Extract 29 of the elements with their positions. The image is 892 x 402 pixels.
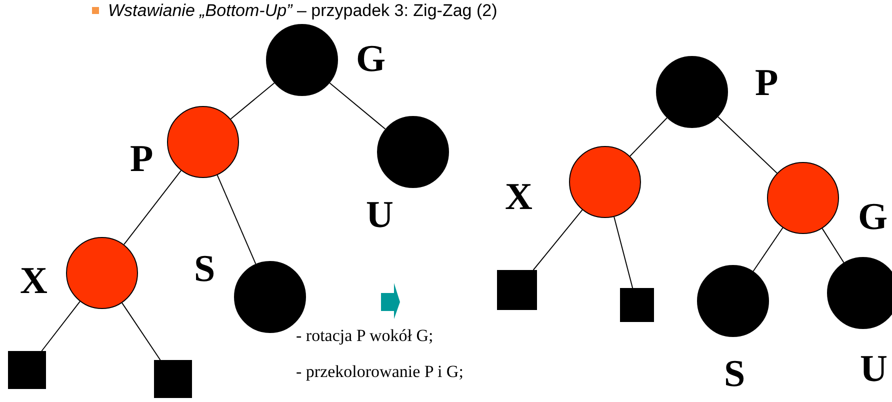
node-label: S	[194, 250, 216, 288]
node-label: X	[505, 178, 532, 216]
node-label: G	[858, 198, 888, 236]
node-label: P	[755, 64, 778, 102]
step-note: - rotacja P wokół G;	[296, 326, 434, 346]
node-label: S	[724, 355, 746, 393]
step-note: - przekolorowanie P i G;	[296, 362, 464, 382]
tree-edge	[718, 116, 778, 174]
leaf-node-square	[154, 360, 192, 398]
tree-edge	[41, 300, 80, 352]
tree-edge	[630, 117, 668, 157]
node-label: X	[20, 262, 48, 300]
tree-edge	[752, 227, 784, 272]
tree-edge	[123, 170, 182, 245]
node-label: G	[356, 40, 386, 78]
tree-edge	[532, 209, 583, 270]
tree-edge	[122, 302, 161, 360]
node-label: U	[366, 196, 394, 234]
tree-edge	[230, 82, 275, 120]
leaf-node-square	[620, 288, 654, 322]
tree-edge	[329, 82, 386, 130]
tree-edge	[216, 174, 256, 264]
tree-edge	[822, 228, 844, 264]
slide-title: Wstawianie „Bottom-Up” – przypadek 3: Zig-Zag (2)	[108, 1, 498, 20]
tree-edge	[614, 216, 634, 288]
leaf-node-square	[8, 351, 46, 389]
leaf-node-square	[497, 270, 537, 310]
node-label: U	[860, 350, 888, 388]
node-label: P	[130, 140, 154, 178]
